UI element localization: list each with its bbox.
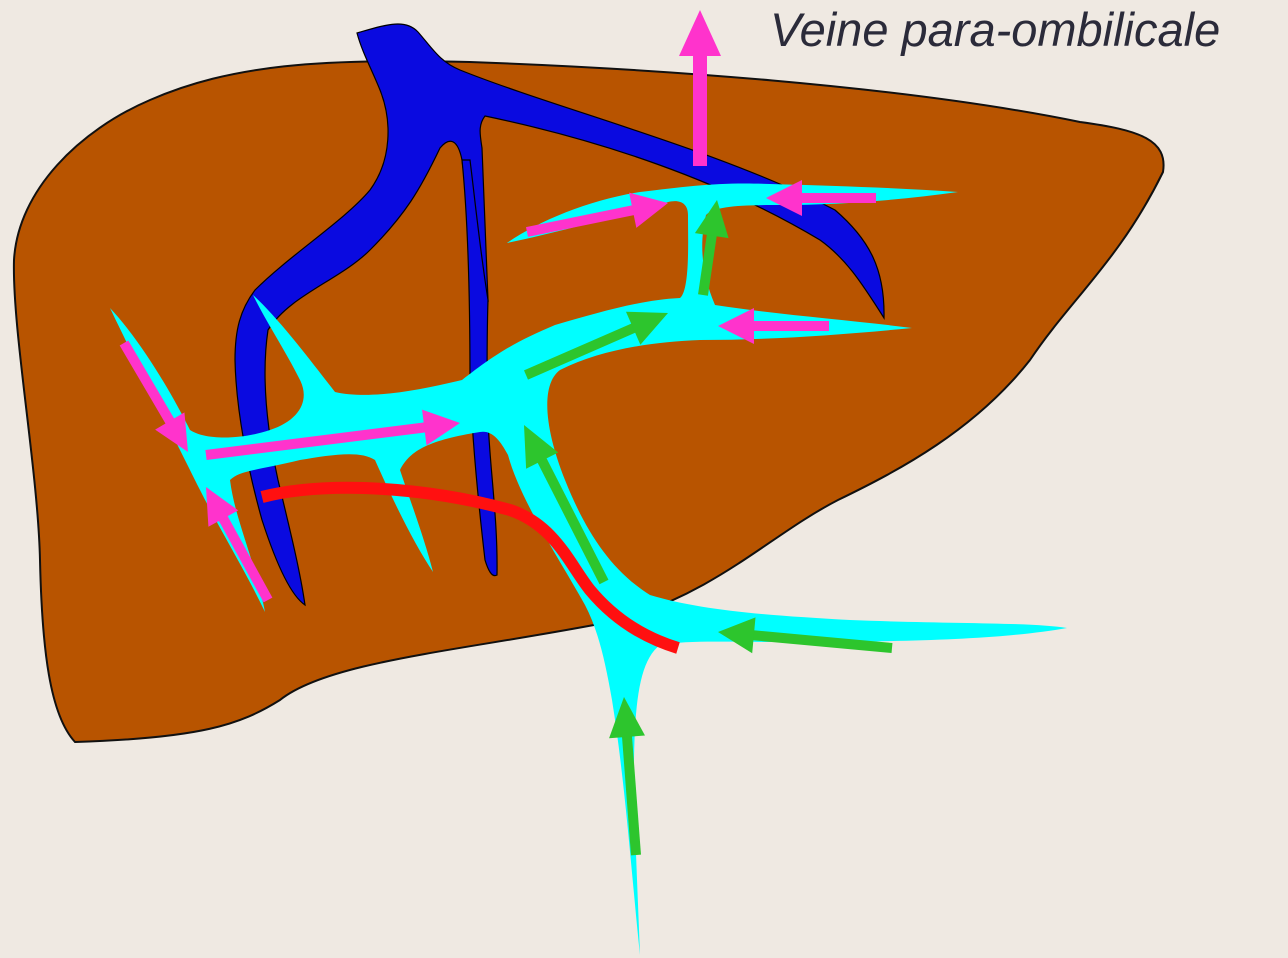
arrow-shaft (627, 735, 636, 855)
arrow-green-bottom-icon (609, 697, 645, 855)
liver-shape (14, 61, 1164, 742)
arrow-head (679, 10, 721, 56)
para-umbilical-vein-label: Veine para-ombilicale (770, 2, 1220, 57)
